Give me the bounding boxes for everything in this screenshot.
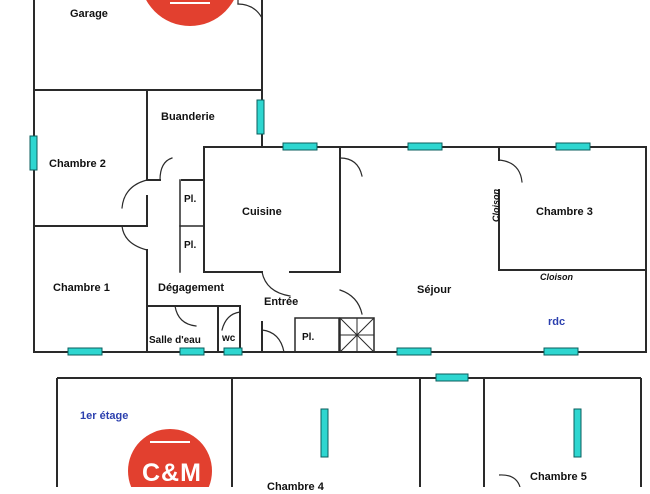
annotation-cloison-horizontal: Cloison xyxy=(540,272,573,282)
room-label-wc: wc xyxy=(222,333,236,344)
room-label-placard-2: Pl. xyxy=(184,240,197,251)
window-chambre2 xyxy=(29,135,38,171)
annotation-etage: 1er étage xyxy=(80,410,129,422)
room-label-sejour: Séjour xyxy=(417,284,452,296)
window-sejour-bottom-2 xyxy=(543,347,579,356)
room-label-entree: Entrée xyxy=(264,296,299,308)
room-label-chambre4: Chambre 4 xyxy=(267,481,324,493)
logo-top-icon xyxy=(146,0,234,26)
windows xyxy=(29,99,591,458)
window-salle-eau xyxy=(179,347,205,356)
room-label-degagement: Dégagement xyxy=(158,282,225,294)
window-chambre3 xyxy=(555,142,591,151)
annotation-cloison-vertical: Cloison xyxy=(491,189,501,222)
ground-floor-walls xyxy=(33,0,647,353)
upper-floor-walls xyxy=(56,377,642,487)
window-cuisine xyxy=(282,142,318,151)
window-wc xyxy=(223,347,243,356)
room-label-garage: Garage xyxy=(70,8,108,20)
window-chambre1 xyxy=(67,347,103,356)
logo-bottom-icon xyxy=(128,429,212,487)
window-upper-top xyxy=(435,373,469,382)
room-label-buanderie: Buanderie xyxy=(161,111,215,123)
annotation-rdc: rdc xyxy=(548,316,566,328)
room-label-placard-1: Pl. xyxy=(184,194,197,205)
room-label-chambre5: Chambre 5 xyxy=(530,471,587,483)
room-label-chambre1: Chambre 1 xyxy=(53,282,110,294)
logo-text: C&M xyxy=(142,459,202,487)
window-sejour xyxy=(407,142,443,151)
room-label-cuisine: Cuisine xyxy=(242,206,282,218)
window-buanderie xyxy=(256,99,265,135)
room-label-chambre3: Chambre 3 xyxy=(536,206,593,218)
window-sejour-bottom-1 xyxy=(396,347,432,356)
window-chambre4 xyxy=(320,408,329,458)
room-label-salle-eau: Salle d'eau xyxy=(149,335,201,346)
room-label-placard-3: Pl. xyxy=(302,332,315,343)
window-chambre5 xyxy=(573,408,582,458)
room-label-chambre2: Chambre 2 xyxy=(49,158,106,170)
